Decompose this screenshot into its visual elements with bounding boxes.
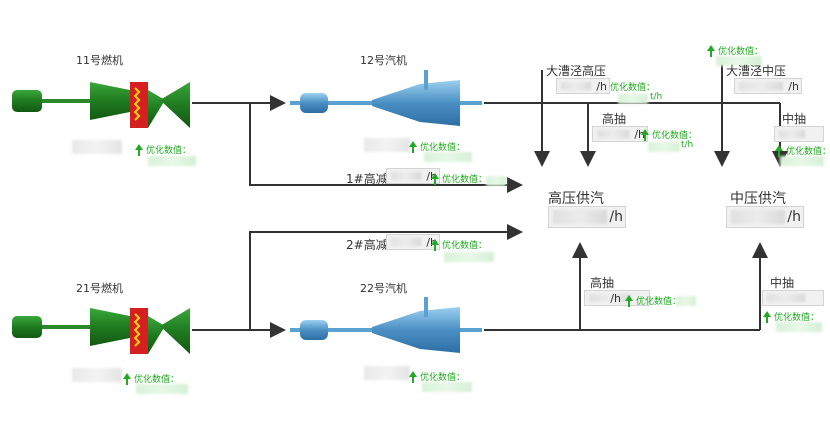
dacaojing-hp-opt-value xyxy=(618,94,648,104)
mp-extract-bottom-value xyxy=(762,290,824,306)
optimize-icon xyxy=(123,372,131,385)
mp-supply-label: 中压供汽 xyxy=(730,191,786,207)
gt21-opt-value xyxy=(136,384,188,394)
gas-turbine-21-label: 21号燃机 xyxy=(76,282,123,295)
steam-turbine-22-label: 22号汽机 xyxy=(360,282,407,295)
hp-reducer-2-label: 2#高减 xyxy=(346,238,388,252)
gt11-value xyxy=(72,140,122,154)
mp-extract-top-value xyxy=(774,126,824,142)
mp-extract-bottom-opt-value xyxy=(776,322,822,332)
hp-supply-label: 高压供汽 xyxy=(548,191,604,207)
hp-reducer-2-opt-value xyxy=(444,252,494,262)
hp-extract-top-label: 高抽 xyxy=(602,112,627,126)
hp-extract-top-opt-value xyxy=(648,142,680,152)
dacaojing-hp-label: 大漕泾高压 xyxy=(546,64,607,78)
hp-extract-top-opt-unit: t/h xyxy=(681,140,694,150)
mp-extract-top-opt-value xyxy=(780,156,824,166)
mp-extract-top-opt: 优化数值： xyxy=(774,144,830,157)
dacaojing-mp-label: 大漕泾中压 xyxy=(726,64,787,78)
hp-reducer-2-value: /h xyxy=(386,234,440,250)
optimize-icon xyxy=(707,44,715,57)
mp-extract-bottom-label: 中抽 xyxy=(770,276,795,290)
pipes-top xyxy=(192,62,788,193)
optimize-icon xyxy=(135,143,143,156)
mp-supply-value: /h xyxy=(726,206,804,228)
optimize-icon xyxy=(409,140,417,153)
hp-supply-value: /h xyxy=(548,206,626,228)
hp-reducer-2-opt: 优化数值： xyxy=(430,238,487,251)
dacaojing-mp-value: /h xyxy=(734,78,802,94)
hp-extract-top-opt: 优化数值： xyxy=(640,128,697,141)
dacaojing-hp-value: /h xyxy=(556,78,610,94)
optimize-icon xyxy=(775,144,783,157)
hp-reducer-1-label: 1#高减 xyxy=(346,172,388,186)
dacaojing-mp-opt: 优化数值： xyxy=(706,44,763,57)
hp-reducer-1-opt-value xyxy=(486,176,506,186)
hp-extract-bottom-label: 高抽 xyxy=(590,276,615,290)
st12-opt-value xyxy=(424,152,472,162)
st12-value xyxy=(364,138,410,152)
st22-opt-value xyxy=(422,382,472,392)
optimize-icon xyxy=(409,370,417,383)
st22-value xyxy=(364,366,410,380)
gt11-opt-value xyxy=(148,156,196,166)
optimize-icon xyxy=(763,310,771,323)
mp-extract-bottom-opt: 优化数值： xyxy=(762,310,819,323)
steam-turbine-12-label: 12号汽机 xyxy=(360,54,407,67)
gt11-opt: 优化数值： xyxy=(134,143,191,156)
st12-opt: 优化数值： xyxy=(408,140,465,153)
steam-turbine-12-graphic xyxy=(290,70,482,126)
st22-opt: 优化数值： xyxy=(408,370,465,383)
optimize-icon xyxy=(641,128,649,141)
dacaojing-hp-opt-unit: t/h xyxy=(650,92,663,102)
steam-turbine-22-graphic xyxy=(290,297,482,353)
gt21-opt: 优化数值： xyxy=(122,372,179,385)
hp-extract-bottom-value: /h xyxy=(584,290,650,306)
gas-turbine-11-graphic xyxy=(12,82,190,128)
optimize-icon xyxy=(431,172,439,185)
hp-extract-bottom-opt: 优化数值： xyxy=(624,294,681,307)
optimize-icon xyxy=(431,238,439,251)
hp-reducer-1-opt: 优化数值： xyxy=(430,172,487,185)
optimize-icon xyxy=(625,294,633,307)
hp-extract-top-value: /h xyxy=(592,126,648,142)
hp-extract-bottom-opt-value xyxy=(676,296,696,306)
gas-turbine-21-graphic xyxy=(12,308,190,354)
gt21-value xyxy=(72,368,122,382)
dacaojing-mp-opt-value xyxy=(716,56,762,66)
gas-turbine-11-label: 11号燃机 xyxy=(76,54,123,67)
mp-extract-top-label: 中抽 xyxy=(782,112,807,126)
hp-reducer-1-value: /h xyxy=(386,168,440,184)
pipes-bottom xyxy=(192,224,768,338)
dacaojing-hp-opt: 优化数值： xyxy=(610,83,656,93)
